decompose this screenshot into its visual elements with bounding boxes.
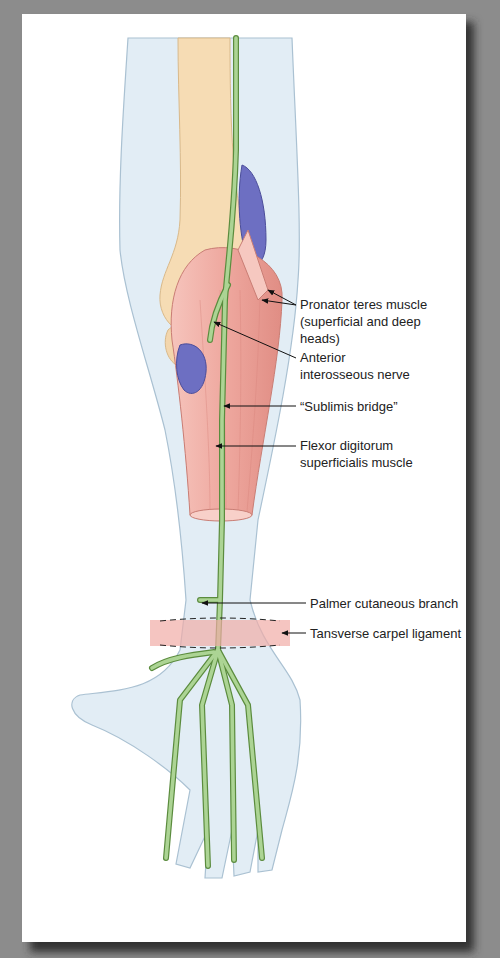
muscle-fibres <box>200 290 260 512</box>
panel <box>22 14 466 942</box>
median-nerve <box>152 38 262 866</box>
part-label: Anterior interosseous nerve <box>300 349 410 383</box>
arm-outline <box>72 38 301 878</box>
part-label: “Sublimis bridge” <box>300 398 450 415</box>
pronator-teres-heads <box>238 230 268 300</box>
part-label: Tansverse carpel ligament <box>310 625 470 642</box>
carpal-ligament <box>150 620 290 646</box>
part-label: Flexor digitorum superficialis muscle <box>300 437 440 471</box>
part-label: Pronator teres muscle (superficial and d… <box>300 296 460 347</box>
part-label: Palmer cutaneous branch <box>310 595 470 612</box>
pronator-teres-insertion <box>177 344 207 394</box>
ligament-edges <box>160 618 280 648</box>
leader-lines <box>202 290 306 633</box>
